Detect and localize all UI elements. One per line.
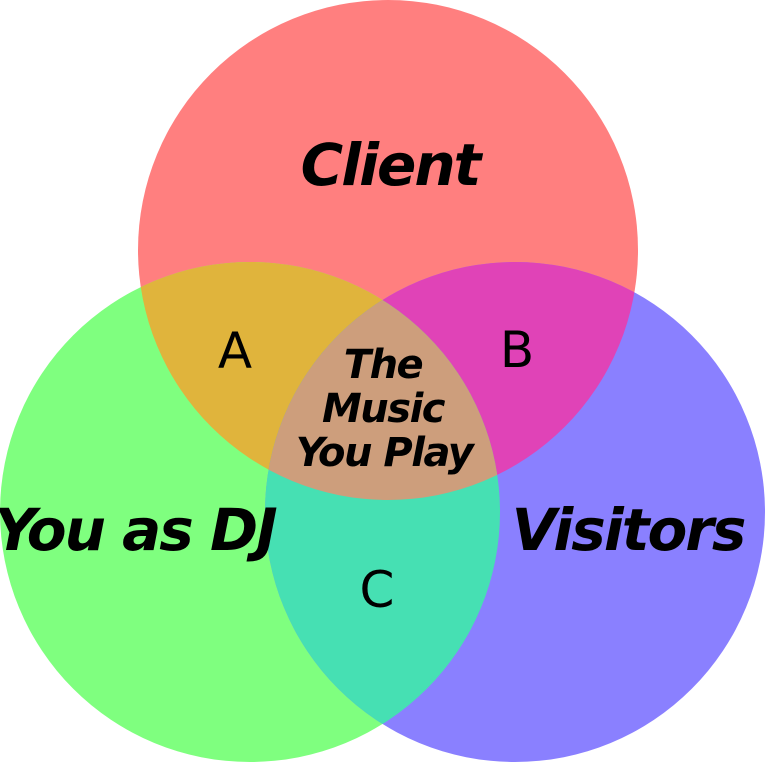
label-center-line-1: The [344,342,423,388]
region-center-all [265,262,500,500]
label-visitors: Visitors [512,496,745,564]
label-client: Client [301,131,484,199]
label-region-c: C [360,561,395,619]
label-center-line-2: Music [322,386,446,432]
label-region-a: A [218,322,252,380]
label-center-line-3: You Play [296,430,476,476]
label-region-b: B [500,321,534,379]
label-you-as-dj: You as DJ [0,496,277,564]
